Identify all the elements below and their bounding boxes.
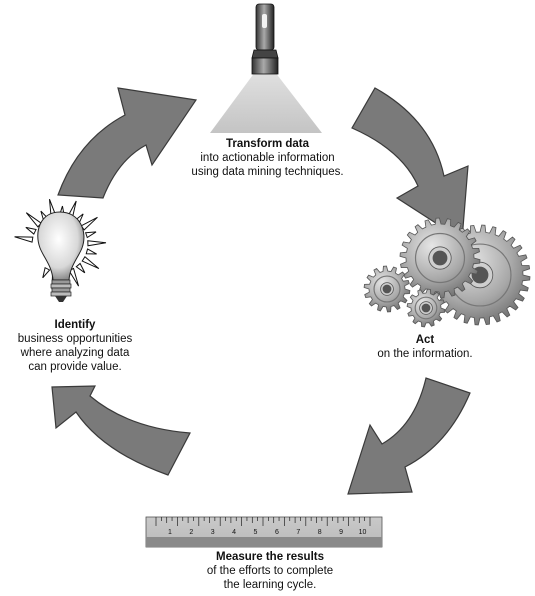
gear-small-bottom	[406, 288, 446, 328]
measure-results-label: Measure the results of the efforts to co…	[160, 550, 380, 592]
ruler-number: 3	[211, 529, 215, 536]
ruler-number: 9	[339, 529, 343, 536]
gears-icon	[363, 217, 531, 328]
identify-line-2: where analyzing data	[20, 347, 130, 359]
arrow-identify-to-transform	[57, 87, 198, 199]
cycle-arrows	[51, 87, 471, 495]
ruler-number: 2	[189, 529, 193, 536]
flashlight-icon	[210, 3, 322, 133]
transform-line-2: using data mining techniques.	[191, 166, 344, 178]
act-title: Act	[415, 334, 435, 346]
ruler-number: 8	[318, 529, 322, 536]
transform-data-label: Transform data into actionable informati…	[140, 137, 395, 179]
identify-line-1: business opportunities	[17, 333, 133, 345]
act-line-1: on the information.	[377, 348, 473, 360]
identify-title: Identify	[54, 319, 96, 331]
transform-title: Transform data	[225, 138, 310, 150]
measure-line-2: the learning cycle.	[223, 579, 317, 591]
identify-label: Identify business opportunities where an…	[0, 318, 150, 374]
ruler-number: 10	[359, 529, 367, 536]
ruler-number: 4	[232, 529, 236, 536]
arrow-act-to-measure	[347, 377, 471, 495]
ruler-icon: 1 2 3 4 5 6 7 8 9 10	[145, 516, 383, 548]
identify-line-3: can provide value.	[28, 361, 122, 373]
gear-large-top	[399, 217, 481, 299]
ruler-number: 5	[254, 529, 258, 536]
arrow-measure-to-identify	[51, 385, 191, 476]
act-label: Act on the information.	[355, 333, 495, 361]
lightbulb-icon	[14, 199, 107, 302]
transform-line-1: into actionable information	[200, 152, 335, 164]
ruler-number: 6	[275, 529, 279, 536]
ruler-number: 1	[168, 529, 172, 536]
ruler-number: 7	[296, 529, 300, 536]
measure-title: Measure the results	[215, 551, 324, 563]
gear-small-left	[363, 265, 411, 313]
measure-line-1: of the efforts to complete	[206, 565, 334, 577]
